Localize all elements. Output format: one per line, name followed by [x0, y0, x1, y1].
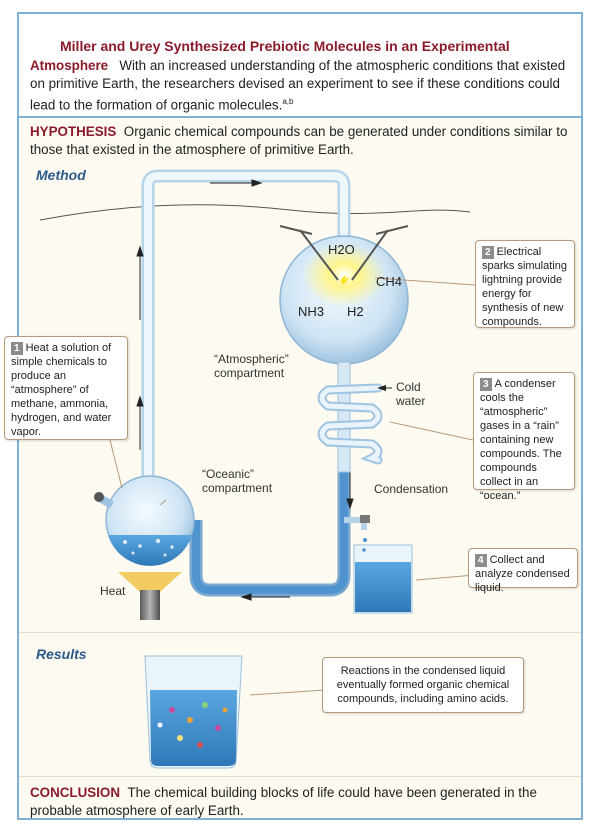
gas-nh3: NH3: [298, 304, 324, 319]
divider-top: [19, 116, 581, 118]
intro-lead: Atmosphere: [30, 58, 109, 73]
electrodes: [279, 225, 409, 281]
condensation-label: Condensation: [374, 482, 449, 496]
step-1-text: Heat a solution of simple chemicals to p…: [11, 342, 112, 438]
intro-panel: [19, 14, 581, 117]
heat-label: Heat: [100, 584, 126, 598]
intro-body: With an increased understanding of the a…: [30, 58, 566, 113]
gas-h2: H2: [347, 304, 364, 319]
step-3-number: 3: [480, 378, 492, 391]
step-4-text: Collect and analyze condensed liquid.: [475, 554, 570, 594]
results-label: Results: [36, 646, 87, 662]
burner: [140, 590, 160, 620]
conclusion-text: The chemical building blocks of life cou…: [30, 785, 537, 818]
step-3-text: A condenser cools the “atmospheric” gase…: [480, 378, 562, 502]
condenser-coil: [317, 361, 392, 473]
leader-lines: [109, 277, 476, 696]
oceanic-label: “Oceanic” compartment: [202, 467, 273, 495]
atmospheric-label: “Atmospheric” compartment: [214, 352, 289, 380]
divider-conclusion: [19, 776, 581, 777]
conclusion: CONCLUSION The chemical building blocks …: [30, 784, 578, 820]
step-1-number: 1: [11, 342, 23, 355]
figure-title: Miller and Urey Synthesized Prebiotic Mo…: [60, 38, 510, 54]
intro-superscript: a,b: [282, 97, 294, 106]
flame: [118, 572, 182, 592]
oceanic-flask: [94, 475, 195, 566]
cold-water-label: Cold water: [396, 380, 426, 408]
step-2-number: 2: [482, 246, 494, 259]
step-2-text: Electrical sparks simulating lightning p…: [482, 246, 567, 328]
collection-beaker: [353, 538, 413, 614]
results-callout: Reactions in the condensed liquid eventu…: [322, 657, 524, 713]
hypothesis: HYPOTHESIS Organic chemical compounds ca…: [30, 123, 575, 159]
wire: [39, 204, 471, 221]
glass-tubing: [141, 169, 367, 597]
method-label: Method: [36, 167, 86, 183]
gas-ch4: CH4: [376, 274, 402, 289]
divider-results: [19, 632, 581, 633]
spark-bolt: [340, 275, 349, 285]
hypothesis-text: Organic chemical compounds can be genera…: [30, 124, 568, 157]
flow-arrows: [136, 179, 354, 601]
intro-text: Atmosphere With an increased understandi…: [30, 57, 575, 114]
gas-h2o: H2O: [328, 242, 355, 257]
hypothesis-lead: HYPOTHESIS: [30, 124, 117, 139]
step-4-number: 4: [475, 554, 487, 567]
results-beaker: [144, 655, 243, 769]
stopcock: [360, 515, 370, 523]
conclusion-lead: CONCLUSION: [30, 785, 121, 800]
